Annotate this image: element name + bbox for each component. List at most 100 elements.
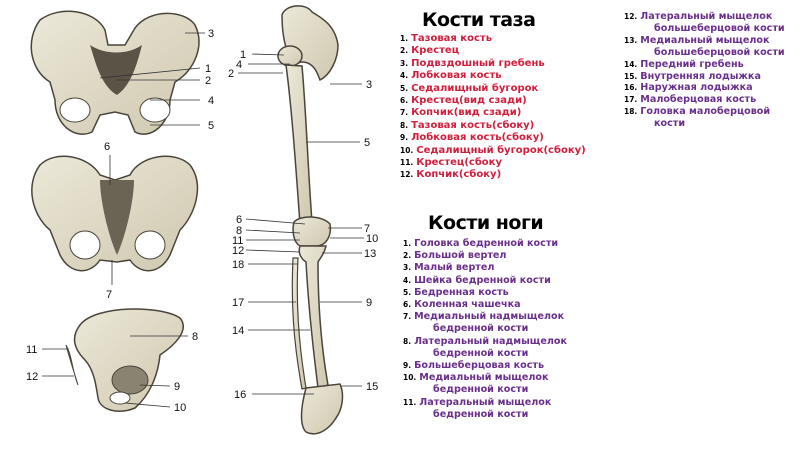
list-item-number: 2.: [403, 251, 412, 261]
list-item-label: Наружная лодыжка: [640, 82, 753, 94]
list-item-continuation: бедренной кости: [433, 323, 529, 335]
list-item-number: 15.: [624, 71, 638, 81]
callout-leg-3: 3: [366, 79, 372, 91]
list-item-label: Подвздошный гребень: [411, 57, 545, 69]
list-item-label: Тазовая кость(сбоку): [411, 119, 535, 131]
list-item-label: Крестец(сбоку: [416, 157, 502, 169]
callout-side-10: 10: [174, 402, 186, 414]
list-item-number: 9.: [403, 361, 412, 371]
list-item: 5.Бедренная кость: [403, 287, 567, 299]
callout-leg-5: 5: [364, 137, 370, 149]
list-item-number: 16.: [624, 83, 638, 93]
list-item: 7.Медиальный надмыщелок: [403, 311, 567, 323]
list-item-continuation: бедренной кости: [433, 408, 529, 420]
list-item-label: Медиальный мыщелок: [640, 34, 770, 46]
list-item-continuation: бедренной кости: [433, 384, 529, 396]
callout-front-1: 1: [205, 63, 211, 75]
list-item: 4.Шейка бедренной кости: [403, 275, 567, 287]
list-item-number: 4.: [403, 275, 412, 285]
list-item: 12.Латеральный мыщелок: [624, 11, 785, 23]
list-item: 8.Латеральный надмыщелок: [403, 336, 567, 348]
list-item-number: 10.: [403, 373, 417, 383]
list-item-number: 3.: [400, 58, 409, 68]
list-item: 6.Крестец(вид сзади): [400, 95, 586, 107]
pelvis-heading: Кости таза: [422, 9, 536, 31]
list-item: 6.Коленная чашечка: [403, 299, 567, 311]
list-item-label: Внутренняя лодыжка: [640, 70, 761, 82]
list-item-label: Малоберцовая кость: [640, 94, 757, 106]
list-item-label: Медиальный мыщелок: [419, 372, 549, 384]
list-item: 11.Латеральный мыщелок: [403, 397, 567, 409]
callout-leg-15: 15: [366, 381, 378, 393]
list-item: 2.Большой вертел: [403, 250, 567, 262]
list-item: 7.Копчик(вид сзади): [400, 107, 586, 119]
list-item-label: Шейка бедренной кости: [414, 274, 551, 286]
list-item-label: Передний гребень: [640, 58, 744, 70]
list-item: 5.Седалищный бугорок: [400, 83, 586, 95]
list-item-label: Латеральный мыщелок: [419, 396, 552, 408]
callout-leg-13: 13: [364, 248, 376, 260]
callout-leg-10: 10: [366, 233, 378, 245]
list-item-number: 1.: [400, 34, 409, 43]
callout-leg-11: 11: [232, 235, 243, 247]
list-item-number: 8.: [400, 120, 409, 130]
callout-leg-14: 14: [232, 325, 244, 337]
list-item: 14.Передний гребень: [624, 59, 785, 71]
list-item-label: Большой вертел: [414, 250, 507, 262]
callout-leg-4: 4: [236, 59, 242, 71]
list-item: 9.Лобковая кость(сбоку): [400, 132, 586, 144]
callout-side-8: 8: [192, 331, 198, 343]
list-item-number: 11.: [400, 158, 414, 168]
list-item: 3.Подвздошный гребень: [400, 58, 586, 70]
list-item-number: 17.: [624, 95, 638, 105]
list-item: 16.Наружная лодыжка: [624, 82, 785, 94]
list-item-label: Бедренная кость: [414, 286, 509, 298]
list-item-number: 14.: [624, 59, 638, 69]
list-item-number: 12.: [624, 12, 638, 21]
list-item-number: 3.: [403, 263, 412, 273]
list-item-number: 2.: [400, 46, 409, 56]
callout-leg-12: 12: [232, 245, 244, 257]
list-item-number: 5.: [400, 83, 409, 93]
pelvis-side-view: [42, 308, 188, 412]
list-item: 9.Большеберцовая кость: [403, 360, 567, 372]
list-item-label: Крестец(вид сзади): [411, 95, 527, 107]
list-item-label: Латеральный надмыщелок: [414, 335, 567, 347]
callout-leg-1: 1: [240, 49, 246, 61]
list-item-number: 12.: [400, 170, 414, 180]
leg-bones-list-continued: 12.Латеральный мыщелок большеберцовой кос…: [624, 11, 785, 130]
callout-side-9: 9: [174, 381, 180, 393]
callout-numbers: 3 1 2 4 5 6 7 8 11 12 9 10 1 4 2 3 5 6 8…: [26, 28, 378, 414]
callout-leg-2: 2: [228, 68, 234, 80]
callout-front-5: 5: [208, 120, 214, 132]
callout-leg-9: 9: [366, 297, 372, 309]
list-item-number: 10.: [400, 145, 414, 155]
list-item-number: 11.: [403, 397, 417, 407]
list-item-label: Коленная чашечка: [414, 299, 521, 311]
callout-side-11: 11: [26, 344, 37, 356]
list-item: 13.Медиальный мыщелок: [624, 35, 785, 47]
list-item-label: Крестец: [411, 45, 460, 57]
list-item: 12.Копчик(сбоку): [400, 169, 586, 181]
callout-leg-7: 7: [364, 223, 370, 235]
list-item-number: 5.: [403, 287, 412, 297]
list-item-label: Лобковая кость: [411, 70, 502, 82]
list-item-label: Большеберцовая кость: [414, 360, 545, 372]
callout-side-12: 12: [26, 371, 38, 383]
list-item: 11.Крестец(сбоку: [400, 157, 586, 169]
callout-back-7: 7: [106, 289, 112, 301]
list-item-number: 7.: [403, 312, 412, 322]
list-item-label: Малый вертел: [414, 262, 495, 274]
pelvis-front-view: [30, 10, 205, 135]
list-item-label: Медиальный надмыщелок: [414, 311, 565, 323]
list-item-continuation: кости: [654, 118, 686, 130]
list-item-number: 6.: [400, 96, 409, 106]
list-item: 8.Тазовая кость(сбоку): [400, 120, 586, 132]
list-item-number: 13.: [624, 35, 638, 45]
leg-heading: Кости ноги: [428, 212, 544, 234]
list-item-continuation: большеберцовой кости: [654, 46, 785, 58]
list-item-label: Седалищный бугорок: [411, 82, 539, 94]
callout-leg-18: 18: [232, 259, 244, 271]
